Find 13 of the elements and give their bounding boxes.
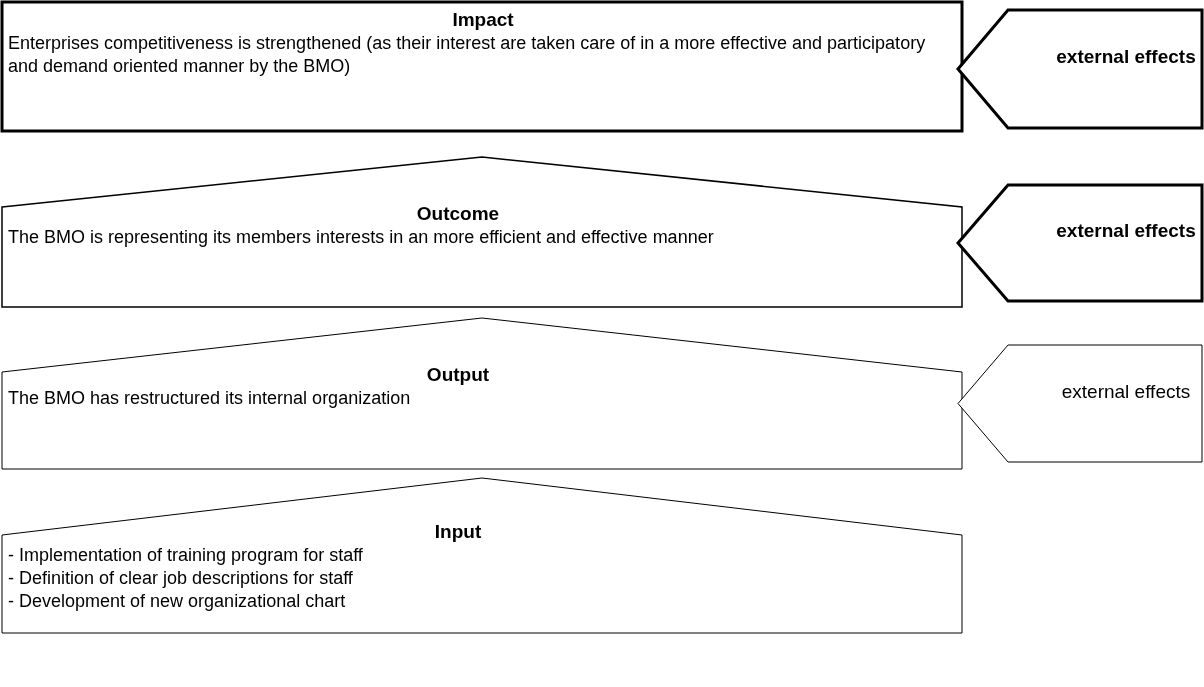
level-description: - Development of new organizational chart [8,590,347,613]
level-description: Enterprises competitiveness is strengthened (as their interest are taken care of in a more effective and participatory and demand oriented manner by the BMO) [8,32,927,78]
side-label: external effects [1056,45,1196,69]
level-heading: Impact [451,8,515,31]
level-description: The BMO has restructured its internal organization [8,387,412,410]
side-label: external effects [1060,379,1192,404]
level-heading: Input [433,520,483,543]
level-description: - Definition of clear job descriptions for staff [8,567,354,590]
level-description: - Implementation of training program for staff [8,544,364,567]
side-label: external effects [1056,219,1196,243]
level-heading: Output [425,363,491,386]
level-heading: Outcome [415,202,501,225]
level-description: The BMO is representing its members interests in an more efficient and effective manner [8,226,715,249]
